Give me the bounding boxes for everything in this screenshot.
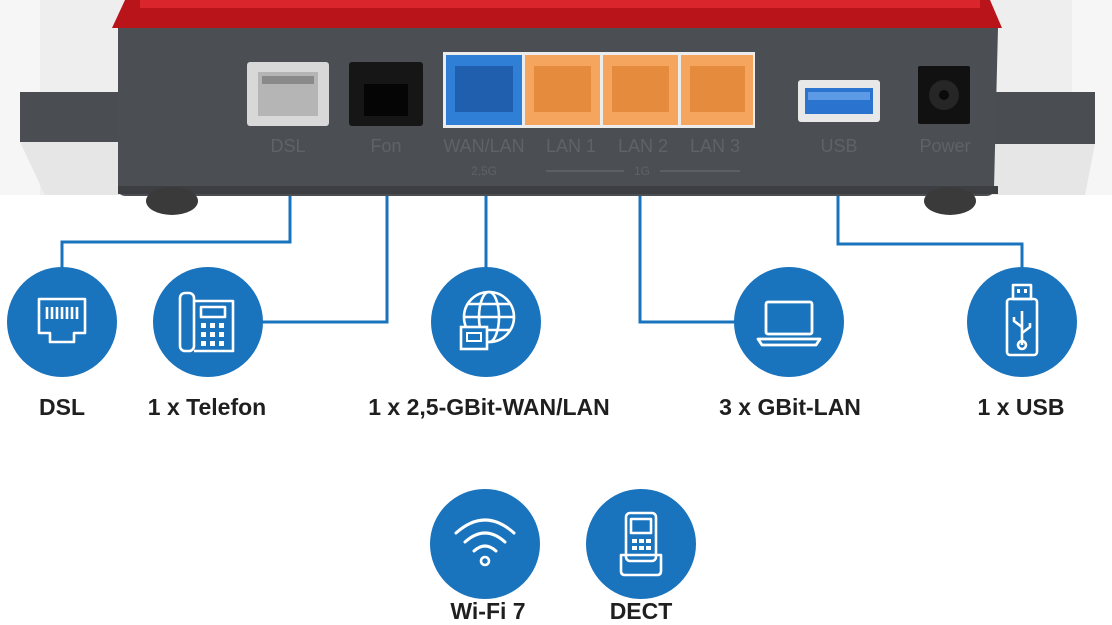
lan2-port — [603, 55, 678, 125]
power-port-label: Power — [919, 136, 970, 156]
dsl-port — [247, 62, 329, 126]
lan1-port-label: LAN 1 — [546, 136, 596, 156]
telefon-label: 1 x Telefon — [147, 394, 267, 420]
fon-port-label: Fon — [370, 136, 401, 156]
fon-port — [349, 62, 423, 126]
ethernet-port-icon — [37, 297, 87, 344]
dsl-node — [7, 267, 117, 377]
wan-lan-port — [446, 55, 522, 125]
usb-port-label: USB — [820, 136, 857, 156]
dect-label: DECT — [609, 598, 673, 624]
lan1-port — [525, 55, 600, 125]
usb-label: 1 x USB — [977, 394, 1065, 420]
dsl-port-label: DSL — [270, 136, 305, 156]
lan-speed-label: 1G — [634, 164, 650, 178]
power-jack — [918, 66, 970, 124]
wifi-icon — [454, 518, 516, 567]
usb-stick-icon — [1005, 283, 1039, 357]
globe-network-icon — [459, 290, 516, 351]
dect-node — [586, 489, 696, 599]
wifi-label: Wi-Fi 7 — [450, 598, 526, 624]
dsl-label: DSL — [39, 394, 85, 420]
wan-label: 1 x 2,5-GBit-WAN/LAN — [368, 394, 610, 420]
cordless-phone-icon — [619, 511, 663, 577]
lan-label: 3 x GBit-LAN — [719, 394, 861, 420]
lan2-port-label: LAN 2 — [618, 136, 668, 156]
lan3-port — [681, 55, 753, 125]
wifi-node — [430, 489, 540, 599]
wan-lan-port-label: WAN/LAN — [443, 136, 524, 156]
desk-phone-icon — [178, 291, 235, 353]
laptop-icon — [756, 300, 822, 347]
lan-node — [734, 267, 844, 377]
lan3-port-label: LAN 3 — [690, 136, 740, 156]
usb-node — [967, 267, 1077, 377]
wan-node — [431, 267, 541, 377]
telefon-node — [153, 267, 263, 377]
usb-port — [798, 80, 880, 122]
wan-speed-label: 2,5G — [471, 164, 497, 178]
router-rear-panel: DSL Fon WAN/LAN LAN 1 LAN 2 LAN 3 USB Po… — [0, 0, 1112, 215]
